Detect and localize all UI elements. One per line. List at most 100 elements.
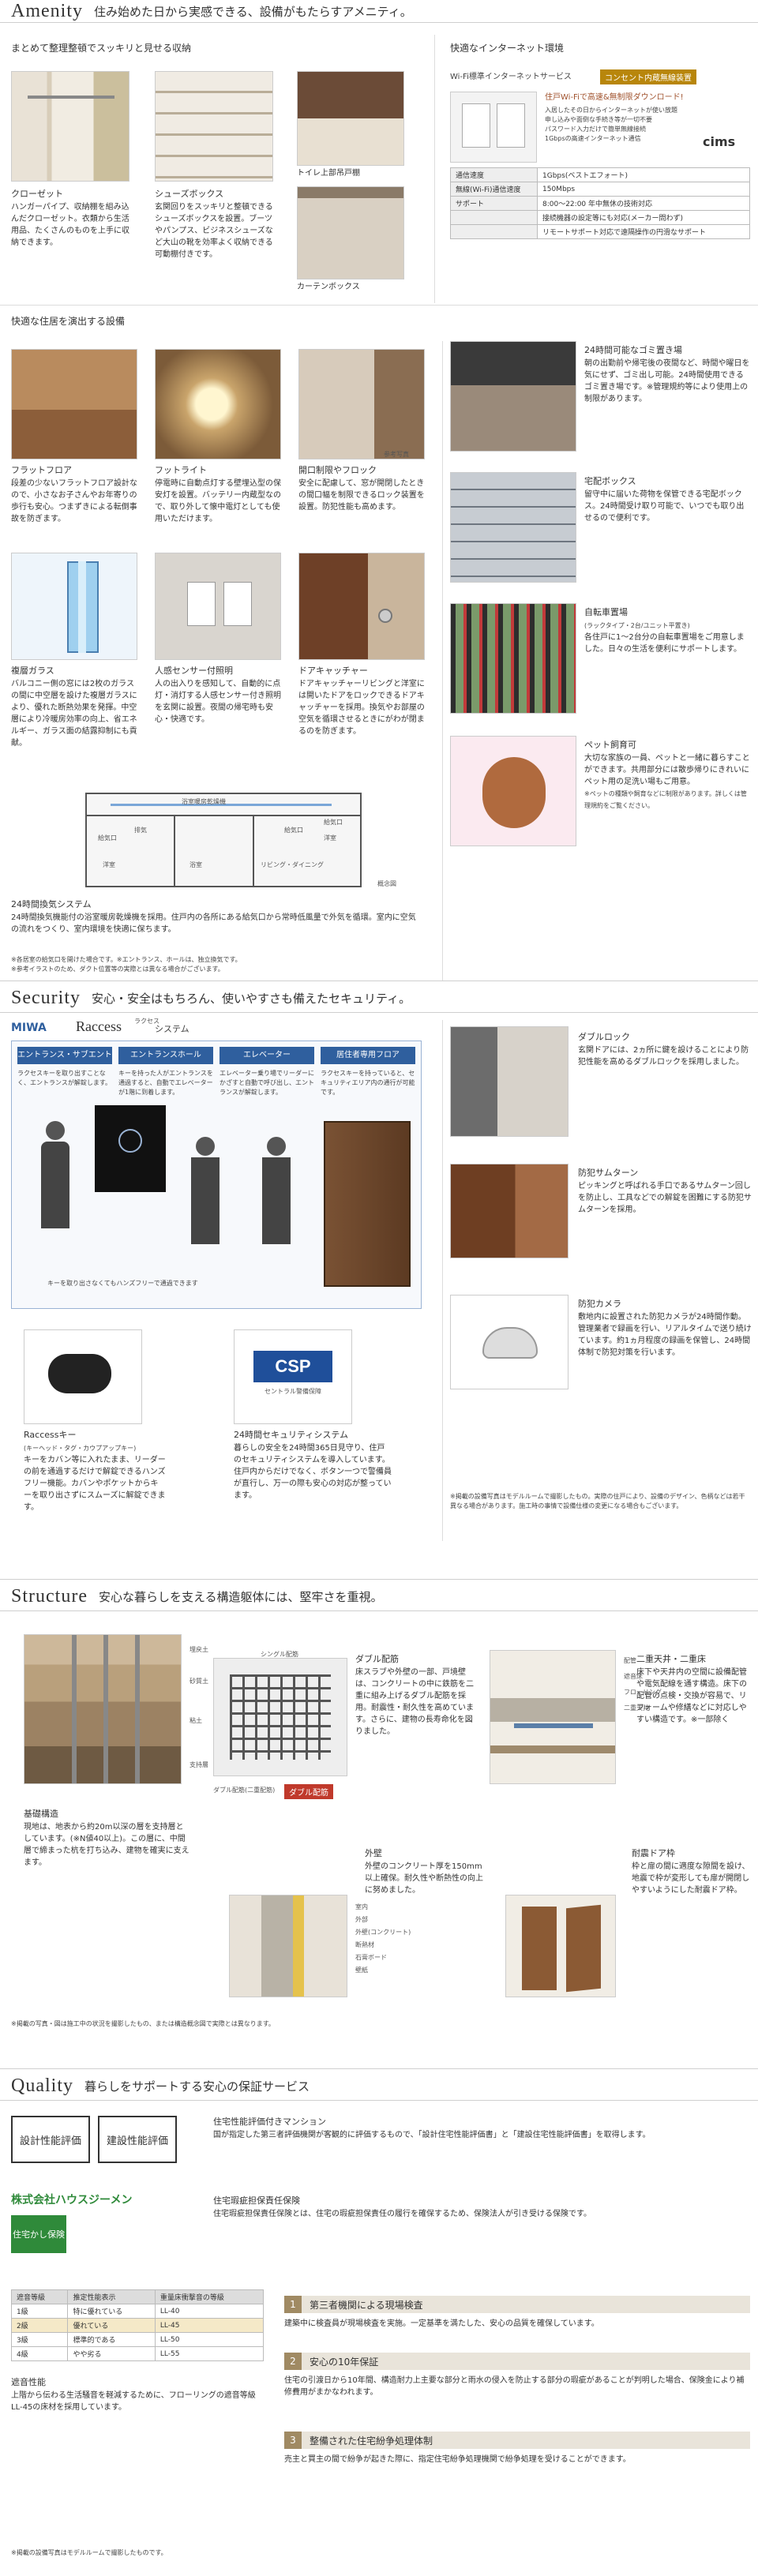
flow-step-entrance: エントランス・サブエントランス <box>17 1047 112 1077</box>
curtain-box-photo <box>297 186 404 279</box>
flat-floor-caption: フラットフロア 段差の少ないフラットフロア設計なので、小さなお子さんやお年寄りの… <box>11 464 137 525</box>
toilet-shelf-title: トイレ上部吊戸棚 <box>297 169 360 178</box>
multi-glass-title: 複層ガラス <box>11 666 54 676</box>
table-cell: サポート <box>450 196 538 211</box>
column-divider <box>434 35 435 303</box>
wifi-point: 1Gbpsの高速インターネット通信 <box>545 135 641 142</box>
outer-wall-text: 外壁のコンクリート厚を150mm以上確保。耐久性や断熱性の向上に努めました。 <box>365 1862 483 1895</box>
bicycle-text: 各住戸に1〜2台分の自転車置場をご用意しました。日々の生活を便利にサポートします… <box>584 633 745 654</box>
front-door-illustration <box>324 1121 411 1287</box>
wifi-point: 入居したその日からインターネットが使い放題 <box>545 107 677 114</box>
step-2-text: 住宅の引渡日から10年間、構造耐力上主要な部分と雨水の侵入を防止する部分の瑕疵が… <box>284 2376 745 2397</box>
shoebox-text: 玄関回りをスッキリと整頓できるシューズボックスを設置。ブーツやパンプス、ビジネス… <box>155 203 273 259</box>
step-number: 2 <box>284 2353 302 2370</box>
table-row: 遮音等級推定性能表示重量床衝撃音の等級 <box>10 2289 265 2304</box>
ventilation-text: 24時間換気機能付の浴室暖房乾燥機を採用。住戸内の各所にある給気口から常時低風量… <box>11 913 416 934</box>
delivery-caption: 宅配ボックス 留守中に届いた荷物を保管できる宅配ボックス。24時間受け取り可能で… <box>584 475 750 524</box>
shoebox-caption: シューズボックス 玄関回りをスッキリと整頓できるシューズボックスを設置。ブーツや… <box>155 188 273 261</box>
outer-wall-caption: 外壁 外壁のコンクリート厚を150mm以上確保。耐久性や断熱性の向上に努めました… <box>365 1847 483 1896</box>
sample-tag: 参考写真 <box>384 451 409 458</box>
door-scope-text: 安全に配慮して、窓が開閉したときの間口幅を制限できるロック装置を設置。防犯性能も… <box>298 479 425 512</box>
table-cell: 標準的である <box>67 2332 156 2347</box>
step-number: 1 <box>284 2296 302 2313</box>
double-lock-photo <box>450 1026 568 1137</box>
door-title: 耐震ドア枠 <box>632 1848 675 1858</box>
door-catcher-text: ドアキャッチャーリビングと洋室には開いたドアをロックできるドアキャッチャーを採用… <box>298 680 425 736</box>
ventilation-diagram: 浴室暖房乾燥機 給気口 排気 洋室 浴室 リビング・ダイニング 洋室 給気口 給… <box>85 793 362 887</box>
wall-label: 壁紙 <box>355 1967 368 1974</box>
table-cell: 優れている <box>67 2318 156 2333</box>
wifi-catch: 住戸Wi-Fiで高速&無制限ダウンロード! <box>545 93 684 102</box>
flow-text: ラクセスキーを持っていると、セキュリティエリア内の通行が可能です。 <box>321 1070 415 1096</box>
footlight-photo <box>155 349 281 459</box>
door-scope-photo <box>298 349 425 459</box>
table-cell: LL-55 <box>154 2346 265 2361</box>
table-row: 接続機器の設定等にも対応(メーカー問わず) <box>450 210 750 225</box>
wifi-label: Wi-Fi標準インターネットサービス <box>450 73 572 81</box>
pet-photo <box>450 736 576 846</box>
table-cell: 1Gbps(ベストエフォート) <box>537 167 750 182</box>
cims-logo: cims <box>703 134 736 149</box>
closet-caption: クローゼット ハンガーパイプ、収納棚を組み込んだクローゼット。衣類から生活用品、… <box>11 188 129 249</box>
column-divider <box>442 1020 443 1541</box>
wall-label: 断熱材 <box>355 1941 374 1948</box>
structure-footnote: ※掲載の写真・図は施工中の状況を撮影したもの、または構造概念図で実際とは異なりま… <box>11 2020 275 2027</box>
step-number: 3 <box>284 2432 302 2449</box>
camera-caption: 防犯カメラ 敷地内に設置された防犯カメラが24時間作動。管理業者で録画を行い、リ… <box>578 1298 752 1359</box>
raccess-key-sub: (キーヘッド・タグ・カウプアップキー) <box>24 1445 137 1452</box>
sensor-light-title: 人感センサー付照明 <box>155 666 233 676</box>
table-cell: 重量床衝撃音の等級 <box>154 2289 265 2304</box>
flow-text: エレベーター乗り場でリーダーにかざすと自動で呼び出し、エントランスが解錠します。 <box>220 1070 314 1096</box>
flow-step-floor: 居住者専用フロア <box>321 1047 415 1064</box>
wifi-point: 申し込みや面倒な手続き等が一切不要 <box>545 116 652 123</box>
quality-footnote: ※掲載の設備写真はモデルルームで撮影したものです。 <box>11 2549 167 2556</box>
door-scope-title: 開口制限やフロック <box>298 465 377 475</box>
multi-glass-text: バルコニー側の窓には2枚のガラスの間に中空層を設けた複層ガラスにより、優れた断熱… <box>11 680 137 748</box>
raccess-key-title: Raccessキー <box>24 1430 77 1440</box>
amenity-title-en: Amenity <box>11 0 83 21</box>
table-cell: 4級 <box>10 2346 69 2361</box>
slab-label: 二重天井 <box>624 1704 649 1712</box>
table-cell: 150Mbps <box>537 182 750 197</box>
table-cell: 3級 <box>10 2332 69 2347</box>
thumb-turn-photo <box>450 1164 568 1258</box>
closet-title: クローゼット <box>11 189 63 199</box>
wall-label: 石膏ボード <box>355 1954 387 1961</box>
concept-tag: 概念図 <box>377 880 396 887</box>
quality-top-divider <box>0 2068 758 2069</box>
pile-caption: 基礎構造 現地は、地表から約20m以深の層を支持層としています。(※N値40以上… <box>24 1808 190 1869</box>
build-badge: 建設性能評価 <box>98 2116 177 2163</box>
raccess-key-caption: Raccessキー (キーヘッド・タグ・カウプアップキー) キーをカバン等に入れ… <box>24 1429 166 1513</box>
closet-text: ハンガーパイプ、収納棚を組み込んだクローゼット。衣類から生活用品、たくさんのもの… <box>11 203 129 247</box>
sensor-light-photo <box>155 553 281 660</box>
bicycle-caption: 自転車置場 (ラックタイプ・2台/ユニット平置き) 各住戸に1〜2台分の自転車置… <box>584 606 750 655</box>
table-cell: 遮音等級 <box>10 2289 69 2304</box>
living-heading: 快適な住居を演出する設備 <box>11 316 126 327</box>
table-cell: 無線(Wi-Fi)通信速度 <box>450 182 538 197</box>
raccess-logo: Raccess <box>76 1018 122 1034</box>
internet-heading: 快適なインターネット環境 <box>450 43 565 54</box>
table-cell: やや劣る <box>67 2346 156 2361</box>
garbage-photo <box>450 341 576 452</box>
amenity-sub-divider <box>0 305 758 306</box>
table-cell: リモートサポート対応で遠隔操作の円滑なサポート <box>537 224 750 239</box>
footlight-title: フットライト <box>155 465 207 475</box>
outer-wall-title: 外壁 <box>365 1848 382 1858</box>
pile-title: 基礎構造 <box>24 1809 58 1819</box>
double-rebar-text: 床スラブや外壁の一部、戸境壁は、コンクリートの中に鉄筋を二重に組み上げるダブル配… <box>355 1668 474 1736</box>
csp-logo: CSP <box>253 1351 332 1382</box>
toilet-shelf-caption: トイレ上部吊戸棚 <box>297 167 404 179</box>
ventilation-label: 給気口 <box>284 827 303 834</box>
table-cell: 8:00〜22:00 年中無休の技術対応 <box>537 196 750 211</box>
pile-label: 砂質土 <box>190 1678 208 1685</box>
camera-text: 敷地内に設置された防犯カメラが24時間作動。管理業者で録画を行い、リアルタイムで… <box>578 1313 752 1357</box>
sensor-light-caption: 人感センサー付照明 人の出入りを感知して、自動的に点灯・消灯する人感センサー付き… <box>155 665 281 726</box>
shoebox-title: シューズボックス <box>155 189 224 199</box>
design-badge: 設計性能評価 <box>11 2116 90 2163</box>
shoebox-photo <box>155 71 273 182</box>
table-cell: 2級 <box>10 2318 69 2333</box>
ventilation-caption: 24時間換気システム 24時間換気機能付の浴室暖房乾燥機を採用。住戸内の各所にあ… <box>11 898 422 936</box>
